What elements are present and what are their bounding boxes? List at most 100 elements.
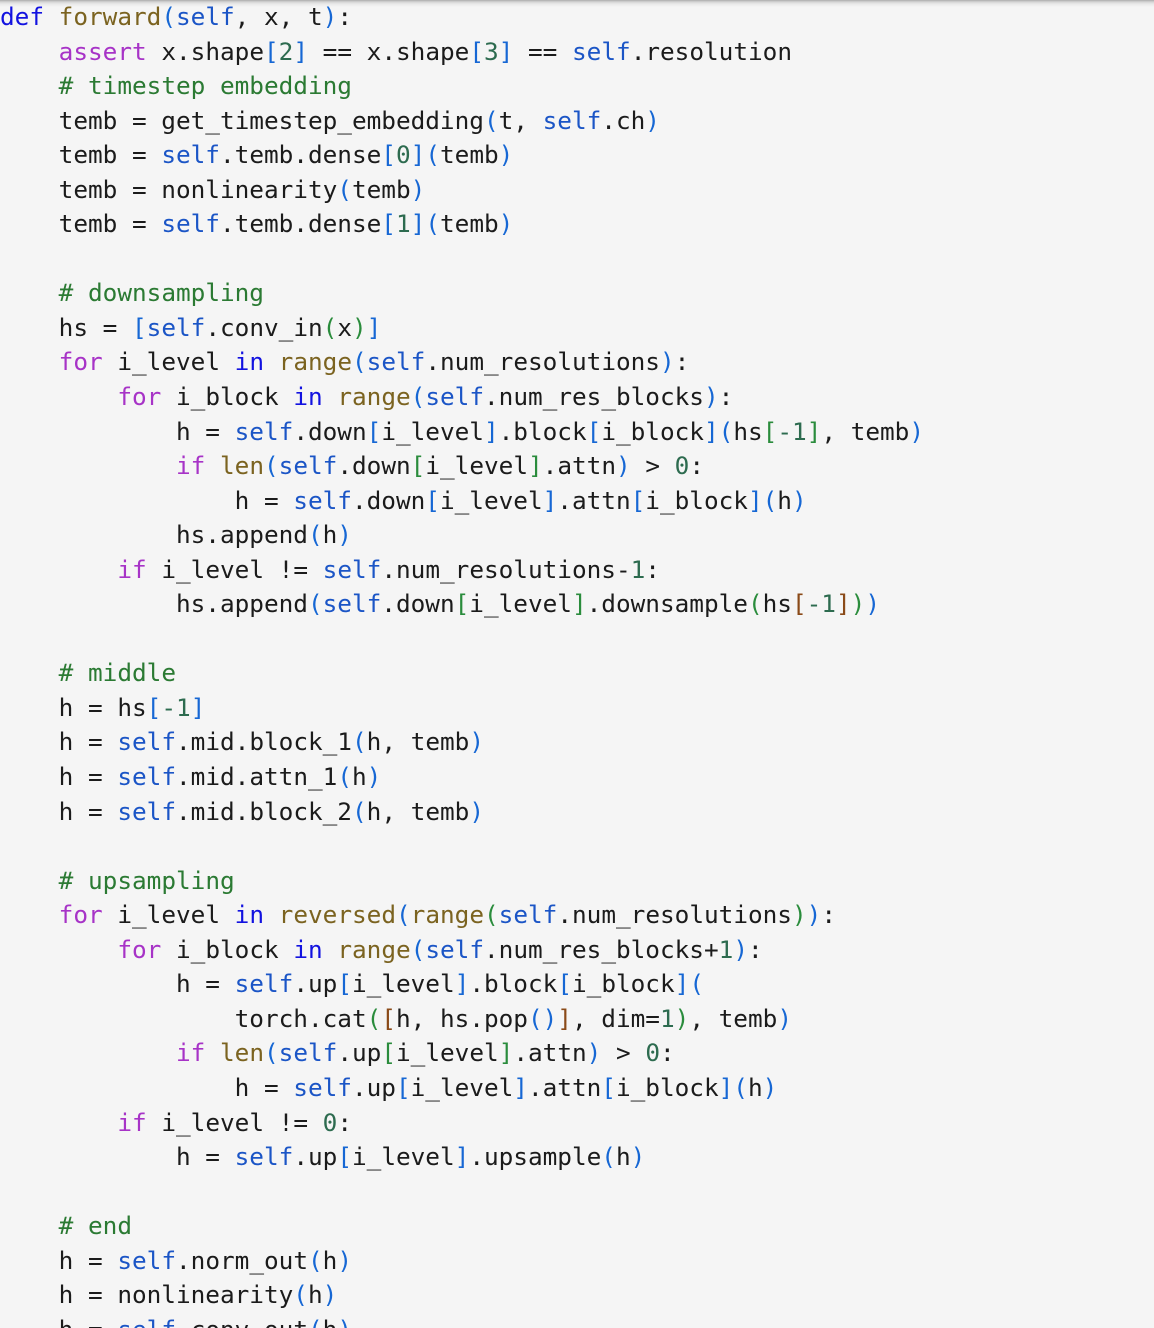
code-token: ( <box>351 796 367 826</box>
code-token: h <box>747 1072 763 1102</box>
code-token: i_level <box>396 1038 499 1068</box>
code-token: 0 <box>322 1107 338 1137</box>
code-token: i_block <box>161 382 294 412</box>
code-token: self <box>572 36 631 66</box>
code-token: h, temb <box>366 727 470 757</box>
code-line: if len(self.up[i_level].attn) > 0: <box>0 1036 924 1071</box>
code-token: ( <box>366 1003 382 1033</box>
code-token: [ <box>337 969 352 999</box>
code-token <box>0 900 59 929</box>
code-line: if i_level != 0: <box>0 1106 924 1141</box>
code-token: .down <box>337 451 411 481</box>
code-token: ) <box>366 762 382 792</box>
code-line: h = nonlinearity(h) <box>0 1278 924 1313</box>
code-line: h = self.mid.block_2(h, temb) <box>0 795 924 830</box>
code-token: temb = nonlinearity <box>0 174 338 204</box>
code-token <box>0 347 59 376</box>
code-token: 1 <box>659 1003 675 1033</box>
code-token: .conv_out <box>176 1315 308 1328</box>
code-token: 1 <box>395 209 411 239</box>
code-line: if i_level != self.num_resolutions-1: <box>0 553 924 588</box>
code-token <box>205 1038 220 1067</box>
code-token: # timestep embedding <box>58 71 352 101</box>
code-token: ) <box>542 1003 558 1033</box>
code-token: self <box>234 969 294 999</box>
code-token: [ <box>395 1072 411 1102</box>
code-line: ​ <box>0 622 924 657</box>
code-token <box>323 382 338 411</box>
code-token: ( <box>308 1315 323 1328</box>
code-token: ) <box>469 727 484 757</box>
code-token: self <box>161 140 220 170</box>
code-token: i_level <box>439 485 543 515</box>
code-line: assert x.shape[2] == x.shape[3] == self.… <box>0 35 924 70</box>
code-line: # middle <box>0 656 924 691</box>
code-token: self <box>322 589 382 619</box>
code-token: in <box>234 900 264 930</box>
code-token: ) <box>806 900 822 930</box>
code-token: h <box>323 1315 338 1328</box>
code-token: self <box>425 382 484 412</box>
code-token: [ <box>469 36 484 66</box>
code-token: : <box>821 900 836 930</box>
code-token: # downsampling <box>58 278 264 308</box>
code-token: self <box>278 451 338 481</box>
code-token: .block <box>469 969 558 999</box>
code-token: i_level != <box>146 1107 323 1137</box>
code-line: h = self.up[i_level].attn[i_block](h) <box>0 1071 924 1106</box>
code-token: ] <box>571 589 587 619</box>
code-token: ] <box>366 312 382 342</box>
code-token: self <box>176 2 235 31</box>
code-token <box>0 935 117 964</box>
code-token: .num_res_blocks+ <box>484 934 719 964</box>
code-token: ( <box>352 347 367 377</box>
code-token: h <box>322 1245 338 1275</box>
code-token <box>205 451 220 480</box>
code-token: 2 <box>278 36 294 66</box>
code-line: ​ <box>0 1175 924 1210</box>
code-token: if <box>117 554 147 584</box>
code-token: hs.append <box>0 589 308 619</box>
code-token: [ <box>381 1038 397 1068</box>
code-line: h = self.down[i_level].block[i_block](hs… <box>0 415 924 450</box>
code-token: 3 <box>484 36 499 66</box>
code-token: in <box>293 934 323 964</box>
code-token: i_level <box>410 1072 514 1102</box>
code-token: range <box>337 934 411 964</box>
code-token: [ <box>381 209 396 239</box>
code-block[interactable]: def forward(self, x, t): assert x.shape[… <box>0 0 924 1328</box>
code-token: : <box>660 1038 675 1068</box>
code-token: h, temb <box>366 796 470 826</box>
code-token: ) <box>777 1003 792 1033</box>
code-token: [ <box>762 416 778 446</box>
code-token: [ <box>791 589 807 619</box>
code-token: ( <box>337 762 352 792</box>
code-token: : <box>674 347 690 377</box>
code-line: # downsampling <box>0 276 924 311</box>
code-token: [ <box>264 36 279 66</box>
code-token: .attn <box>527 1072 602 1102</box>
code-token: .up <box>351 1072 396 1102</box>
code-token: ( <box>601 1142 616 1172</box>
code-token: [ <box>381 1003 396 1033</box>
code-token: temb = <box>0 140 162 170</box>
code-token: in <box>293 382 323 412</box>
code-token: h = <box>0 1072 294 1102</box>
code-token: ] <box>747 485 763 515</box>
code-token: ( <box>733 1072 748 1102</box>
code-token: .up <box>293 969 338 999</box>
code-token <box>0 71 59 100</box>
code-line: h = self.mid.attn_1(h) <box>0 760 924 795</box>
code-token: self <box>161 209 220 239</box>
code-token: temb <box>351 174 411 204</box>
code-token: for <box>58 347 103 377</box>
code-token: i_level <box>102 900 235 930</box>
code-token: ) <box>733 934 748 964</box>
code-line: # end <box>0 1209 924 1244</box>
code-token: ] <box>483 416 499 446</box>
code-token <box>44 2 59 31</box>
code-token: ) <box>337 1245 352 1275</box>
code-line: h = self.conv_out(h) <box>0 1313 924 1328</box>
code-token: ) <box>498 140 514 170</box>
code-token: ) <box>352 312 367 342</box>
